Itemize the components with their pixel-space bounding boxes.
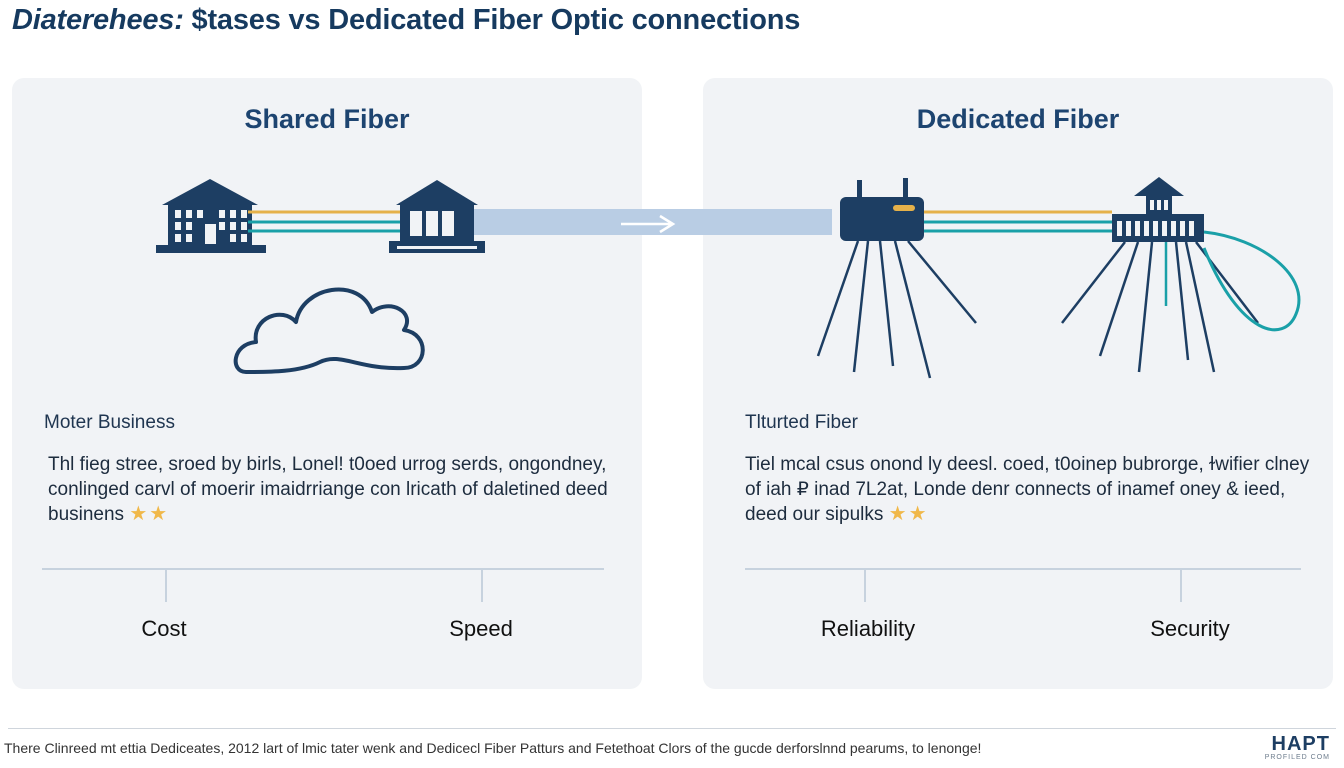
shared-fiber-heading: Shared Fiber	[244, 104, 410, 134]
shared-fiber-lines	[248, 210, 404, 233]
cloud-icon	[233, 287, 425, 374]
brand-subtitle: PROFILED COM	[1264, 754, 1330, 761]
shared-section-label: Moter Business	[44, 412, 175, 433]
comparison-arrow	[474, 209, 832, 235]
data-center-building-icon	[1061, 177, 1301, 373]
footer-caption: There Clinreed mt ettia Dedicеates, 2012…	[4, 740, 982, 756]
footer-divider	[8, 728, 1336, 729]
office-building-icon	[156, 179, 266, 253]
star-rating-icon: ★★	[129, 503, 170, 525]
metric-cost: Cost	[141, 616, 187, 641]
dedicated-fiber-lines	[924, 210, 1112, 233]
dedicated-metric-tick-reliability	[864, 570, 866, 602]
shared-description: Thl fieg stree, sroed by birls, Lonel! t…	[48, 452, 618, 527]
brand-name: HAPT	[1271, 733, 1330, 755]
shared-metric-axis	[42, 568, 604, 570]
dedicated-metric-axis	[745, 568, 1301, 570]
page-title-lead: Diaterehees:	[12, 4, 184, 36]
dedicated-fiber-heading: Dedicated Fiber	[916, 104, 1120, 134]
brand-logo: HAPT PROFILED COM	[1265, 734, 1330, 761]
dedicated-section-label: Tlturted Fiber	[745, 412, 858, 433]
star-rating-icon: ★★	[888, 503, 929, 525]
metric-speed: Speed	[449, 616, 513, 641]
metric-reliability: Reliability	[820, 616, 916, 641]
shared-metric-tick-cost	[165, 570, 167, 602]
page-title: Diaterehees: $tases vs Dedicated Fiber O…	[12, 4, 800, 37]
bank-building-icon	[389, 180, 485, 253]
dedicated-description: Tiel mcal csus onond ly deesl. coed, t0o…	[745, 452, 1315, 527]
shared-metric-tick-speed	[481, 570, 483, 602]
shared-description-text: Thl fieg stree, sroed by birls, Lonel! t…	[48, 454, 608, 525]
dedicated-description-text: Tiel mcal csus onond ly deesl. coed, t0o…	[745, 454, 1310, 525]
shared-fiber-panel: Shared Fiber Moter Business Thl fieg str…	[12, 78, 642, 689]
dedicated-fiber-panel: Dedicated Fiber Tlturted Fiber Tiel mcal…	[703, 78, 1333, 689]
router-icon	[816, 178, 977, 379]
page-title-rest: $tases vs Dedicated Fiber Optic connecti…	[183, 4, 801, 36]
dedicated-metric-tick-security	[1180, 570, 1182, 602]
metric-security: Security	[1150, 616, 1230, 641]
